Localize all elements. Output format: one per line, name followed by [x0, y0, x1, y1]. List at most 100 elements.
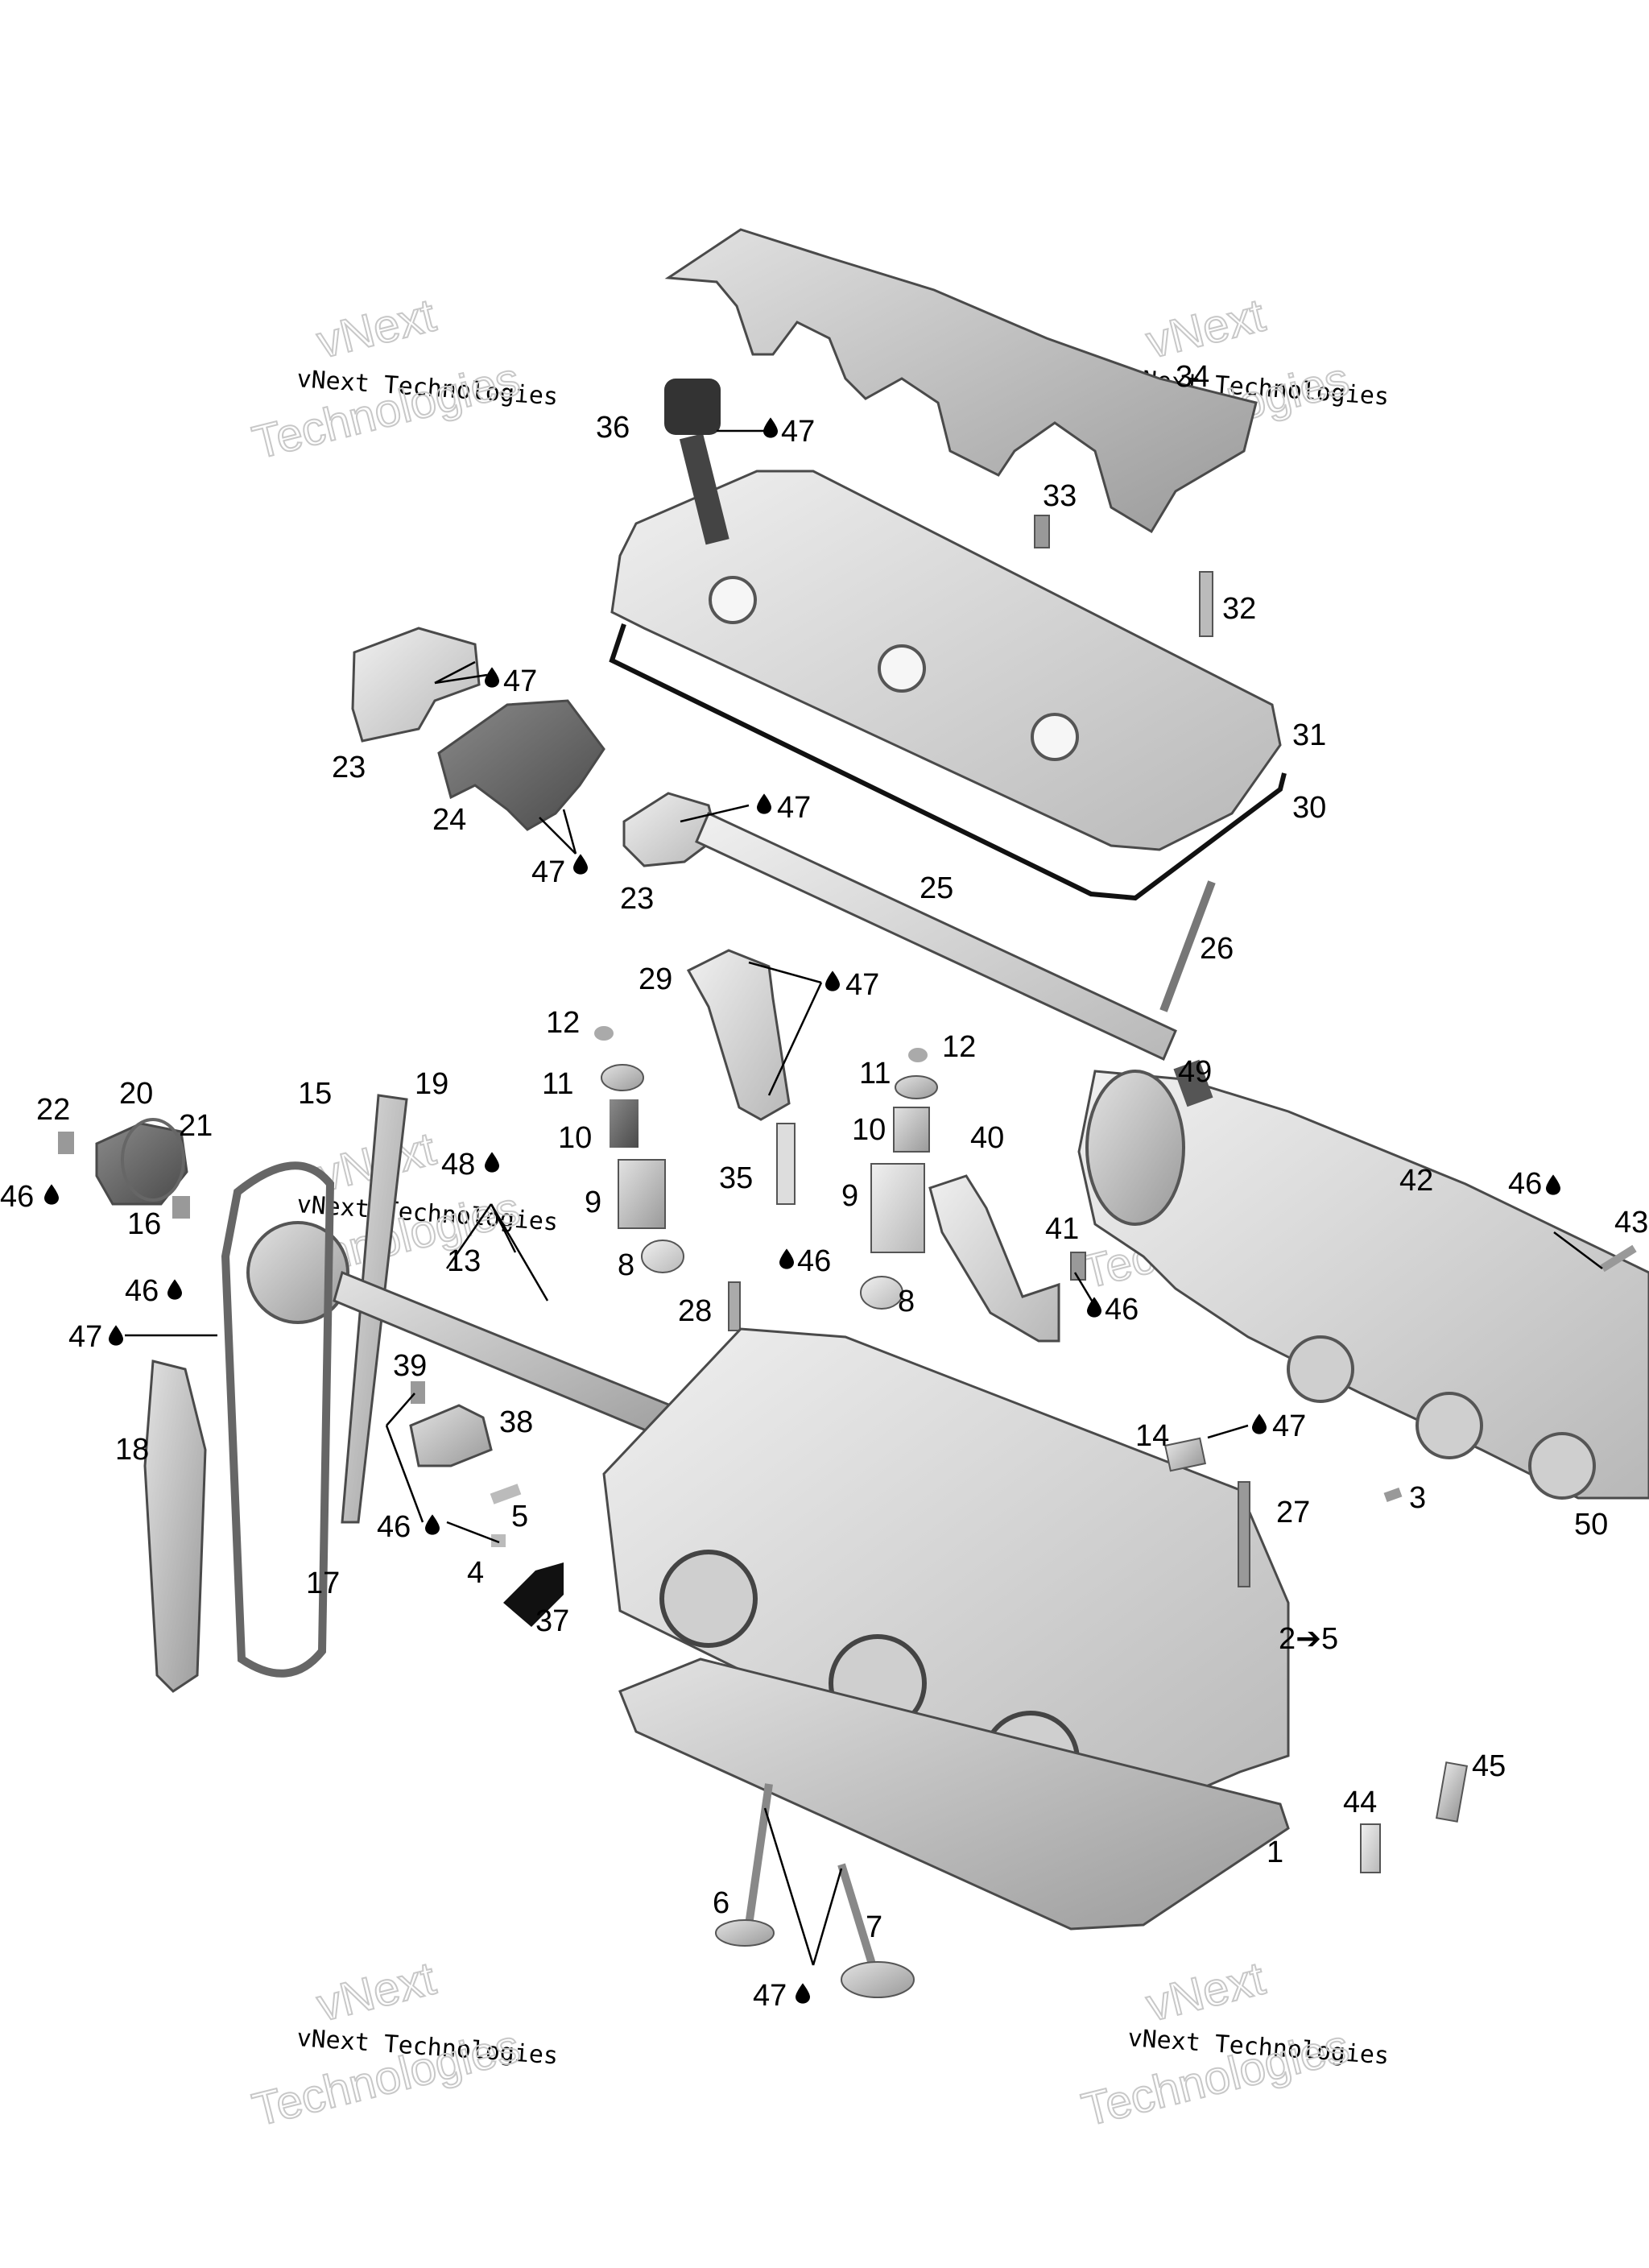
- drop-icon: [425, 1514, 440, 1535]
- callout-47: 47: [753, 1979, 787, 2013]
- svg-text:Technologies: Technologies: [247, 353, 524, 470]
- part-timing-chain-17: [221, 1161, 335, 1678]
- callout-5: 5: [511, 1500, 528, 1533]
- callout-48: 48: [441, 1148, 475, 1182]
- cover-port-1: [709, 576, 757, 624]
- watermark-bottom-right: vNext vNext Technologies Technologies: [1076, 1951, 1390, 2138]
- drop-icon: [485, 667, 499, 688]
- callout-46: 46: [0, 1180, 34, 1214]
- part-rocker-arm-23-upper: [351, 627, 481, 743]
- drop-icon: [44, 1184, 59, 1205]
- watermark-bottom-left: vNext vNext Technologies Technologies: [246, 1951, 559, 2138]
- part-position-sensor: [409, 1404, 493, 1467]
- callout-12: 12: [546, 1006, 580, 1040]
- part-screw-33: [1034, 515, 1050, 548]
- callout-3: 3: [1409, 1481, 1426, 1515]
- callout-17: 17: [306, 1566, 340, 1600]
- part-screw-22: [58, 1132, 74, 1154]
- drop-icon: [573, 854, 588, 875]
- callout-11: 11: [859, 1057, 891, 1091]
- callout-12: 12: [942, 1030, 976, 1064]
- part-dowel-45: [1435, 1761, 1469, 1823]
- part-valve-6: [715, 1783, 775, 1947]
- callout-50: 50: [1574, 1508, 1608, 1542]
- callout-47: 47: [781, 415, 815, 449]
- part-valve-keeper-12b: [908, 1048, 928, 1062]
- part-rocker-shaft: [695, 811, 1177, 1062]
- part-spark-plug-tube: [686, 949, 791, 1121]
- svg-text:vNext: vNext: [1141, 289, 1270, 369]
- part-stud-28: [728, 1281, 741, 1331]
- callout-23: 23: [620, 882, 654, 916]
- part-seal-8b: [860, 1276, 903, 1310]
- callout-labels: 36 47 34 33 32 31 30 47 23 24 47 47 23 2…: [0, 360, 1648, 2013]
- part-inner-spring-10b: [893, 1107, 930, 1153]
- part-bracket-40: [928, 1174, 1060, 1343]
- callout-8: 8: [898, 1285, 915, 1318]
- part-pin-3: [1383, 1487, 1403, 1503]
- part-long-bolt-26: [1159, 880, 1216, 1012]
- callout-33: 33: [1043, 479, 1077, 513]
- callout-2-to-5: 2➔5: [1279, 1622, 1338, 1656]
- callout-47: 47: [777, 791, 811, 825]
- svg-text:vNext: vNext: [312, 289, 440, 369]
- callout-18: 18: [115, 1433, 149, 1467]
- callout-9: 9: [841, 1179, 858, 1213]
- watermark-top-left: vNext vNext Technologies Technologies: [246, 288, 559, 470]
- callout-20: 20: [119, 1077, 153, 1111]
- callout-41: 41: [1045, 1212, 1079, 1246]
- drop-icon: [763, 417, 778, 438]
- leader-lines: [125, 429, 1603, 1966]
- part-cover-gasket: [609, 623, 1287, 901]
- callout-10: 10: [558, 1121, 592, 1155]
- callout-38: 38: [499, 1405, 533, 1439]
- callout-22: 22: [36, 1093, 70, 1127]
- part-sprocket-15: [246, 1221, 349, 1324]
- callout-15: 15: [298, 1077, 332, 1111]
- callout-47: 47: [68, 1320, 102, 1354]
- part-retainer-11a: [601, 1064, 644, 1091]
- part-outer-spring-9b: [870, 1163, 925, 1253]
- callout-6: 6: [713, 1886, 729, 1920]
- part-spark-plug: [776, 1123, 796, 1205]
- part-retainer-11b: [895, 1075, 938, 1099]
- callout-16: 16: [127, 1207, 161, 1241]
- part-stud-27: [1238, 1481, 1250, 1587]
- callout-37: 37: [535, 1604, 569, 1638]
- callout-49: 49: [1178, 1055, 1212, 1089]
- part-plate-14: [1163, 1437, 1207, 1472]
- manifold-port-1: [1287, 1335, 1354, 1403]
- callout-46: 46: [1105, 1293, 1139, 1326]
- callout-42: 42: [1399, 1164, 1433, 1198]
- callout-39: 39: [393, 1349, 427, 1383]
- part-screw-16: [172, 1196, 190, 1219]
- callout-30: 30: [1292, 791, 1326, 825]
- part-outer-spring-9a: [618, 1159, 666, 1229]
- part-sensor-49: [1173, 1059, 1213, 1107]
- callout-21: 21: [179, 1109, 213, 1143]
- callout-4: 4: [467, 1556, 484, 1590]
- callout-32: 32: [1222, 592, 1256, 626]
- drop-icon: [757, 793, 771, 814]
- callout-28: 28: [678, 1294, 712, 1328]
- part-throttle-body: [1085, 1070, 1185, 1226]
- cover-port-3: [1031, 713, 1079, 761]
- callout-26: 26: [1200, 932, 1234, 966]
- part-screw-41: [1070, 1252, 1086, 1281]
- drop-icon: [167, 1279, 182, 1300]
- part-screw-32: [1199, 571, 1213, 637]
- callout-47: 47: [1272, 1409, 1306, 1443]
- part-valve-7: [837, 1863, 915, 1998]
- manifold-port-3: [1528, 1432, 1596, 1500]
- callout-47: 47: [845, 968, 879, 1002]
- callout-40: 40: [970, 1121, 1004, 1155]
- part-o-ring-21: [121, 1118, 185, 1202]
- part-camshaft-holder: [437, 699, 605, 831]
- callout-43: 43: [1614, 1206, 1648, 1240]
- callout-45: 45: [1472, 1749, 1506, 1783]
- drop-icon: [796, 1983, 810, 2004]
- drop-icon: [109, 1325, 123, 1346]
- part-chain-guide-18: [143, 1360, 207, 1693]
- drop-icon: [1252, 1413, 1267, 1434]
